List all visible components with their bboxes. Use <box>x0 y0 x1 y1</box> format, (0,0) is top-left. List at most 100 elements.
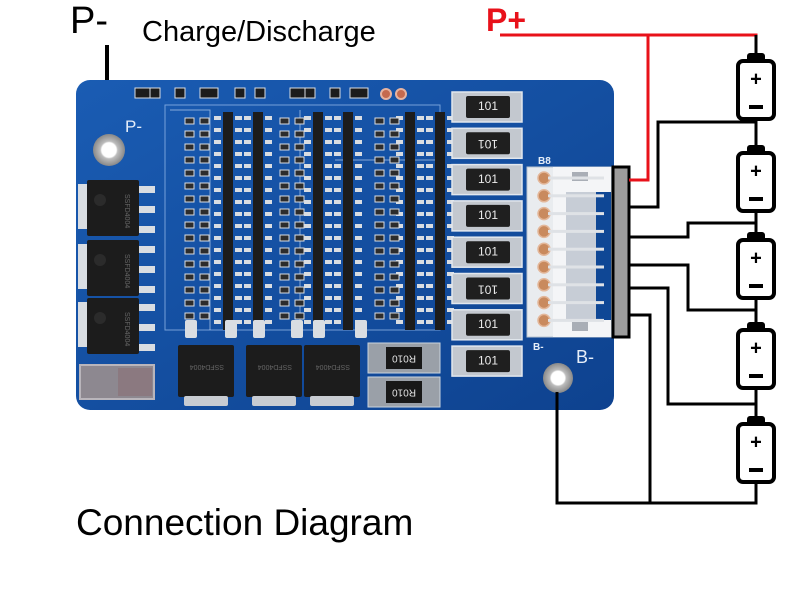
ic-lead <box>426 140 433 144</box>
smd-resistor <box>389 273 400 281</box>
smd-resistor <box>374 312 385 320</box>
ic-lead <box>244 224 251 228</box>
mosfet-lead <box>139 324 155 331</box>
smd-resistor <box>184 273 195 281</box>
ic-lead <box>426 128 433 132</box>
pad <box>185 320 197 338</box>
ic-lead <box>355 188 362 192</box>
ic-lead <box>244 248 251 252</box>
ic-lead <box>304 320 311 324</box>
silk-p-minus: P- <box>125 117 142 136</box>
resistor-body <box>466 277 510 300</box>
charge-discharge-label: Charge/Discharge <box>142 16 376 48</box>
ic-lead <box>396 188 403 192</box>
ic-lead <box>447 164 454 168</box>
smd-resistor <box>294 143 305 151</box>
balance-wire-1 <box>629 120 756 209</box>
ic-lead <box>417 236 424 240</box>
ic-lead <box>304 116 311 120</box>
ic-lead <box>396 164 403 168</box>
connector-pin-lead <box>548 229 604 233</box>
ic-lead <box>235 260 242 264</box>
ic-lead <box>304 164 311 168</box>
ic-lead <box>235 212 242 216</box>
resistor-body <box>466 96 510 118</box>
smd-resistor <box>279 143 290 151</box>
ic-lead <box>214 296 221 300</box>
shunt-label: R010 <box>392 352 416 363</box>
connector-gap <box>596 192 611 320</box>
ic-lead <box>214 224 221 228</box>
smd-resistor <box>294 312 305 320</box>
ic-lead <box>214 164 221 168</box>
ic-lead <box>447 128 454 132</box>
ic-lead <box>325 296 332 300</box>
ic-lead <box>244 188 251 192</box>
plus-icon: + <box>750 68 762 90</box>
ic-lead <box>244 320 251 324</box>
pad <box>253 320 265 338</box>
ic-lead <box>235 176 242 180</box>
ic-lead <box>426 116 433 120</box>
minus-icon <box>749 374 763 378</box>
ic-lead <box>244 128 251 132</box>
ic-lead <box>235 320 242 324</box>
connector-latch-bottom <box>572 322 588 331</box>
smd-resistor <box>389 169 400 177</box>
ic-lead <box>325 176 332 180</box>
smd-resistor <box>279 299 290 307</box>
b-minus-terminal[interactable] <box>543 363 573 393</box>
ic-lead <box>325 284 332 288</box>
ic-lead <box>426 188 433 192</box>
ic-lead <box>304 284 311 288</box>
smd-resistor <box>199 182 210 190</box>
smd-resistor <box>184 286 195 294</box>
ic-lead <box>235 224 242 228</box>
ic-lead <box>447 200 454 204</box>
mosfet-tab <box>78 184 88 229</box>
ic-lead <box>304 260 311 264</box>
ic-lead <box>417 272 424 276</box>
ic-lead <box>214 236 221 240</box>
ic-lead <box>265 224 272 228</box>
p-minus-terminal[interactable] <box>93 134 125 166</box>
top-small-components <box>134 87 369 99</box>
smd-resistor <box>294 208 305 216</box>
mosfet-lead <box>139 344 155 351</box>
smd-resistor <box>184 117 195 125</box>
ic-lead <box>334 116 341 120</box>
ic-lead <box>235 248 242 252</box>
smd-resistor <box>279 221 290 229</box>
balance-connector[interactable]: B8 B- <box>526 156 612 353</box>
ic-lead <box>304 212 311 216</box>
ic-lead <box>447 236 454 240</box>
balance-wire-5 <box>629 313 652 503</box>
ic-lead <box>325 320 332 324</box>
balance-plug[interactable] <box>611 165 631 339</box>
ic-lead <box>447 296 454 300</box>
ic-lead <box>417 116 424 120</box>
smd-resistor <box>374 143 385 151</box>
smd-resistor <box>279 169 290 177</box>
ic-lead <box>244 260 251 264</box>
smd-resistor <box>374 273 385 281</box>
ic-lead <box>265 296 272 300</box>
smd-resistor <box>374 299 385 307</box>
ic-lead <box>265 212 272 216</box>
connector-pin-lead <box>548 301 604 305</box>
ic-lead <box>426 296 433 300</box>
smd-resistor <box>184 156 195 164</box>
smd-component <box>199 87 219 99</box>
smd-resistor <box>184 130 195 138</box>
smd-resistor <box>279 117 290 125</box>
mosfet-marking: SSFD4004 <box>258 363 292 370</box>
ic-lead <box>417 164 424 168</box>
smd-resistor <box>199 143 210 151</box>
ic-lead <box>417 224 424 228</box>
ic-lead <box>214 176 221 180</box>
ic-lead <box>325 308 332 312</box>
smd-resistor <box>199 273 210 281</box>
ic-lead <box>214 152 221 156</box>
smd-resistor <box>389 143 400 151</box>
